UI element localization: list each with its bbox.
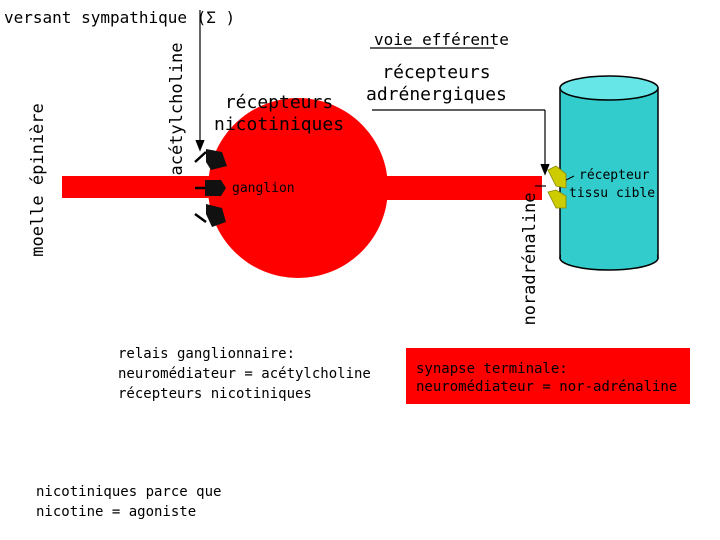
arrow-acetylcholine bbox=[195, 10, 205, 152]
spinal-cord-label: moelle épinière bbox=[28, 103, 48, 257]
terminal-synapse-box: synapse terminale: neuromédiateur = nor-… bbox=[406, 348, 690, 404]
target-receptor-label: récepteur tissu cible bbox=[569, 168, 656, 201]
ganglion-label: ganglion bbox=[232, 181, 295, 196]
preganglionic-fiber bbox=[62, 176, 212, 198]
nicotinic-receptor-3 bbox=[206, 204, 226, 227]
efferent-path-label: voie efférente bbox=[374, 30, 509, 49]
nicotinic-receptor-2 bbox=[205, 180, 226, 196]
target-receptor-2 bbox=[547, 189, 567, 209]
nicotinic-receptors-label: récepteurs nicotiniques bbox=[214, 92, 345, 135]
diagram-title: versant sympathique (Σ ) bbox=[4, 8, 236, 27]
target-receptor-pointer bbox=[565, 175, 575, 181]
arrow-adrenergic bbox=[372, 109, 550, 176]
ganglion-cell-body bbox=[208, 98, 388, 278]
nicotinic-receptor-1 bbox=[206, 149, 227, 170]
target-tissue-cylinder bbox=[559, 75, 659, 271]
acetylcholine-label: acétylcholine bbox=[167, 42, 187, 176]
preganglionic-terminal bbox=[194, 151, 207, 224]
noradrenaline-label: noradrénaline bbox=[520, 192, 540, 326]
adrenergic-receptors-label: récepteurs adrénergiques bbox=[366, 62, 507, 105]
ganglionic-relay-note: relais ganglionnaire: neuromédiateur = a… bbox=[118, 346, 371, 402]
target-receptor-1 bbox=[547, 165, 567, 189]
nicotinic-note: nicotiniques parce que nicotine = agonis… bbox=[36, 484, 222, 520]
postganglionic-fiber bbox=[380, 176, 542, 200]
